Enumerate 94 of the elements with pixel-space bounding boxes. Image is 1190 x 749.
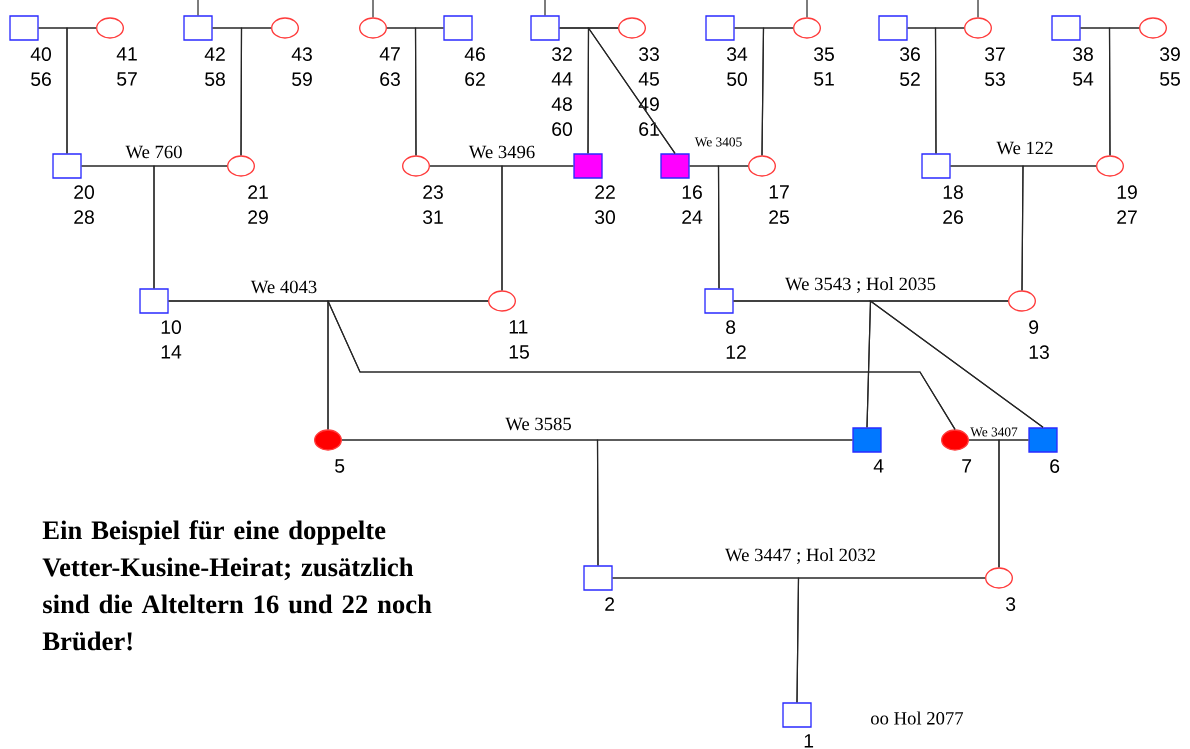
person-number: 11 xyxy=(509,320,528,334)
person-number: 1 xyxy=(804,734,814,748)
person-number: 46 xyxy=(464,47,485,61)
person-number: 34 xyxy=(727,47,748,61)
person-number: 32 xyxy=(552,47,572,61)
person-number: 58 xyxy=(205,72,225,86)
person-number: 26 xyxy=(943,210,963,224)
edge-label: We 3407 xyxy=(968,426,1020,438)
person-number: 50 xyxy=(727,72,747,86)
descent-line xyxy=(998,439,1029,568)
parent-line-stub xyxy=(197,0,199,16)
descent-line xyxy=(153,165,228,289)
person-number: 8 xyxy=(726,320,736,334)
person-number: 24 xyxy=(682,210,703,224)
person-number: 33 xyxy=(639,47,659,61)
descent-line xyxy=(934,27,965,154)
person-number: 41 xyxy=(116,47,137,61)
person-number: 28 xyxy=(74,210,94,224)
person-number: 25 xyxy=(769,210,789,224)
person-number: 10 xyxy=(161,320,181,334)
parent-line-stub xyxy=(372,0,374,18)
person-number: 56 xyxy=(31,72,51,86)
person-number: 19 xyxy=(1117,185,1137,199)
descent-line xyxy=(868,300,1044,428)
person-number: 14 xyxy=(161,345,182,359)
person-number: 6 xyxy=(1050,459,1060,473)
person-number: 4 xyxy=(873,459,884,473)
descent-line xyxy=(717,165,749,289)
person-number: 9 xyxy=(1029,320,1039,334)
person-number: 55 xyxy=(1160,72,1180,86)
descent-line xyxy=(501,165,574,291)
person-number: 31 xyxy=(423,210,443,224)
person-number: 22 xyxy=(595,185,615,199)
person-number: 38 xyxy=(1073,47,1093,61)
person-number: 59 xyxy=(292,72,312,86)
descent-line xyxy=(240,27,272,156)
person-number: 45 xyxy=(638,72,659,86)
person-number: 60 xyxy=(552,122,572,136)
person-number: 40 xyxy=(30,47,51,61)
person-number: 61 xyxy=(639,122,659,136)
person-number: 36 xyxy=(900,47,920,61)
person-number: 2 xyxy=(605,597,615,611)
person-number: 52 xyxy=(900,72,920,86)
descent-line xyxy=(1108,27,1140,156)
edge-label: We 122 xyxy=(995,140,1055,156)
marriage-note: oo Hol 2077 xyxy=(871,711,964,725)
person-number: 3 xyxy=(1006,597,1016,611)
descent-line xyxy=(596,439,853,566)
parent-line-stub xyxy=(544,0,546,16)
edge-label: We 3405 xyxy=(693,136,744,148)
descent-line xyxy=(761,27,794,156)
descent-line xyxy=(796,577,986,703)
person-number: 27 xyxy=(1117,210,1137,224)
person-number: 37 xyxy=(985,47,1005,61)
person-number: 48 xyxy=(551,97,572,111)
person-number: 16 xyxy=(682,185,702,199)
person-number: 20 xyxy=(74,185,94,199)
person-number: 63 xyxy=(380,72,400,86)
person-number: 5 xyxy=(335,459,345,473)
descent-line xyxy=(414,27,444,156)
person-number: 29 xyxy=(248,210,268,224)
descent-line xyxy=(1021,165,1097,291)
edge-label: We 3447 ; Hol 2032 xyxy=(723,546,878,566)
person-number: 21 xyxy=(248,185,268,199)
person-number: 47 xyxy=(379,47,400,61)
edge-label: We 4043 xyxy=(249,279,319,295)
edge-label: We 3543 ; Hol 2035 xyxy=(783,275,938,295)
person-number: 39 xyxy=(1160,47,1180,61)
edge-label: We 3496 xyxy=(467,144,537,160)
person-number: 62 xyxy=(465,72,485,86)
person-number: 18 xyxy=(943,185,963,199)
person-number: 43 xyxy=(291,47,312,61)
person-number: 44 xyxy=(551,72,573,86)
edge-label: We 760 xyxy=(124,144,184,160)
person-number: 42 xyxy=(204,47,225,61)
person-number: 51 xyxy=(814,72,834,86)
descent-line xyxy=(587,27,676,154)
person-number: 35 xyxy=(814,47,834,61)
person-number: 54 xyxy=(1073,72,1094,86)
person-number: 53 xyxy=(985,72,1005,86)
parent-line-stub xyxy=(806,0,808,18)
person-number: 13 xyxy=(1029,345,1049,359)
edge-label: We 3585 xyxy=(503,416,574,432)
person-number: 57 xyxy=(117,72,137,86)
descent-line xyxy=(327,300,956,430)
person-number: 17 xyxy=(769,185,789,199)
person-number: 12 xyxy=(726,345,746,359)
person-number: 30 xyxy=(595,210,615,224)
descent-line xyxy=(66,27,97,154)
person-number: 7 xyxy=(962,459,972,473)
person-number: 15 xyxy=(509,345,529,359)
caption-text: Ein Beispiel für eine doppelte Vetter-Kusine-Heirat; zusätzlich sind die Alteltern 16 und 22 noch Brüder! xyxy=(42,520,432,651)
person-number: 23 xyxy=(423,185,443,199)
parent-line-stub xyxy=(977,0,979,18)
